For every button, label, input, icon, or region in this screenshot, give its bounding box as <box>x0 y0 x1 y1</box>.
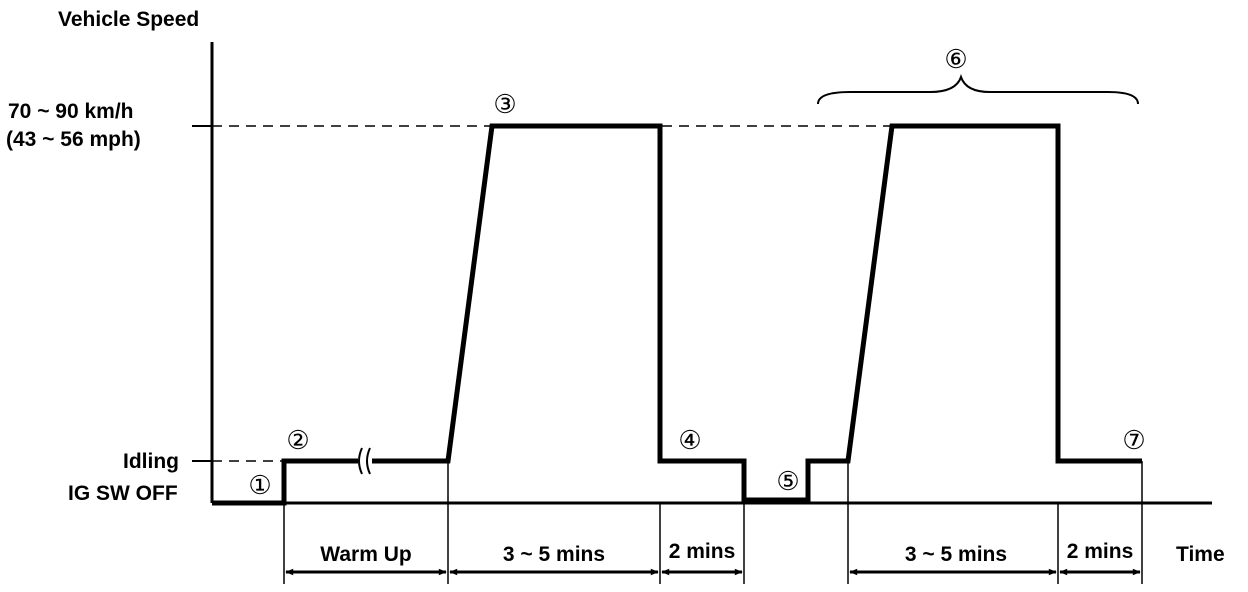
x-axis-title: Time <box>1176 543 1225 566</box>
step-7-marker: ⑦ <box>1122 425 1145 455</box>
step-1-marker: ① <box>248 470 271 500</box>
warmup-label: Warm Up <box>320 543 411 566</box>
drive1-label: 3 ~ 5 mins <box>503 543 605 566</box>
step-4-marker: ④ <box>678 425 701 455</box>
step-2-marker: ② <box>286 425 309 455</box>
step-6-brace <box>817 73 1139 105</box>
level-off-label: IG SW OFF <box>68 482 178 505</box>
idle2-label: 2 mins <box>1067 540 1134 563</box>
speed-profile-line <box>212 123 1142 506</box>
duration-guides <box>283 461 1143 584</box>
level-idling-label: Idling <box>123 450 179 473</box>
drive2-label: 3 ~ 5 mins <box>905 543 1007 566</box>
level-high-label-mph: (43 ~ 56 mph) <box>6 128 141 151</box>
step-3-marker: ③ <box>493 89 516 119</box>
break-mark <box>358 447 372 475</box>
step-6-marker: ⑥ <box>944 44 967 74</box>
idle1-label: 2 mins <box>669 540 736 563</box>
level-high-label-kmh: 70 ~ 90 km/h <box>8 100 134 123</box>
step-5-marker: ⑤ <box>776 466 799 496</box>
y-axis-title: Vehicle Speed <box>58 8 199 31</box>
